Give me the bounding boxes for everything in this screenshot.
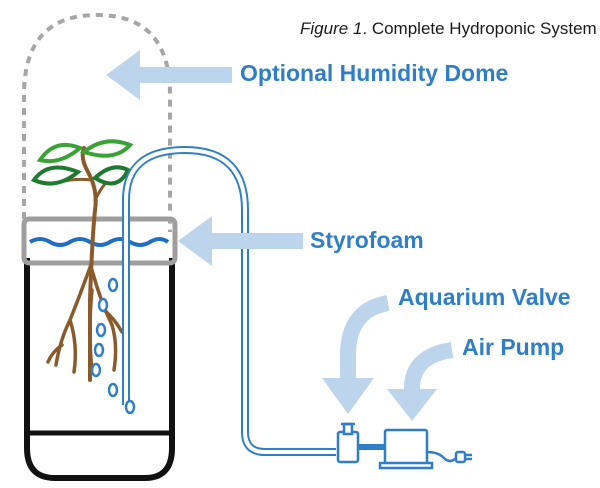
figure-title: . Complete Hydroponic System <box>362 19 597 38</box>
power-plug-icon <box>454 450 472 464</box>
arrow-aquarium-valve-head <box>322 378 374 414</box>
arrow-styrofoam <box>178 216 303 266</box>
figure-caption: Figure 1. Complete Hydroponic System <box>300 19 597 39</box>
plant-roots <box>46 260 124 374</box>
pump-power-cord <box>426 450 457 463</box>
leaf-right <box>91 165 131 186</box>
leaf-left <box>30 165 82 186</box>
arrow-air-pump-shaft <box>404 342 454 393</box>
styrofoam-raft <box>21 216 178 266</box>
arrow-humidity-dome <box>106 50 232 100</box>
aquarium-valve <box>336 422 360 464</box>
air-tube <box>122 146 336 456</box>
figure-number: Figure 1 <box>300 19 363 38</box>
air-tube-inner <box>124 148 336 454</box>
container <box>24 258 175 481</box>
air-bubbles <box>90 277 136 415</box>
leaf-top-right <box>79 139 134 158</box>
label-styrofoam: Styrofoam <box>310 227 424 253</box>
label-humidity-dome: Optional Humidity Dome <box>240 60 509 86</box>
water-line <box>28 237 170 247</box>
label-aquarium-valve: Aquarium Valve <box>398 284 571 310</box>
humidity-dome <box>22 12 172 232</box>
label-air-pump: Air Pump <box>462 334 565 360</box>
air-pump <box>378 428 434 470</box>
arrow-air-pump-head <box>387 389 437 421</box>
arrow-aquarium-valve-shaft <box>340 295 390 382</box>
leaf-top-left <box>36 143 84 164</box>
